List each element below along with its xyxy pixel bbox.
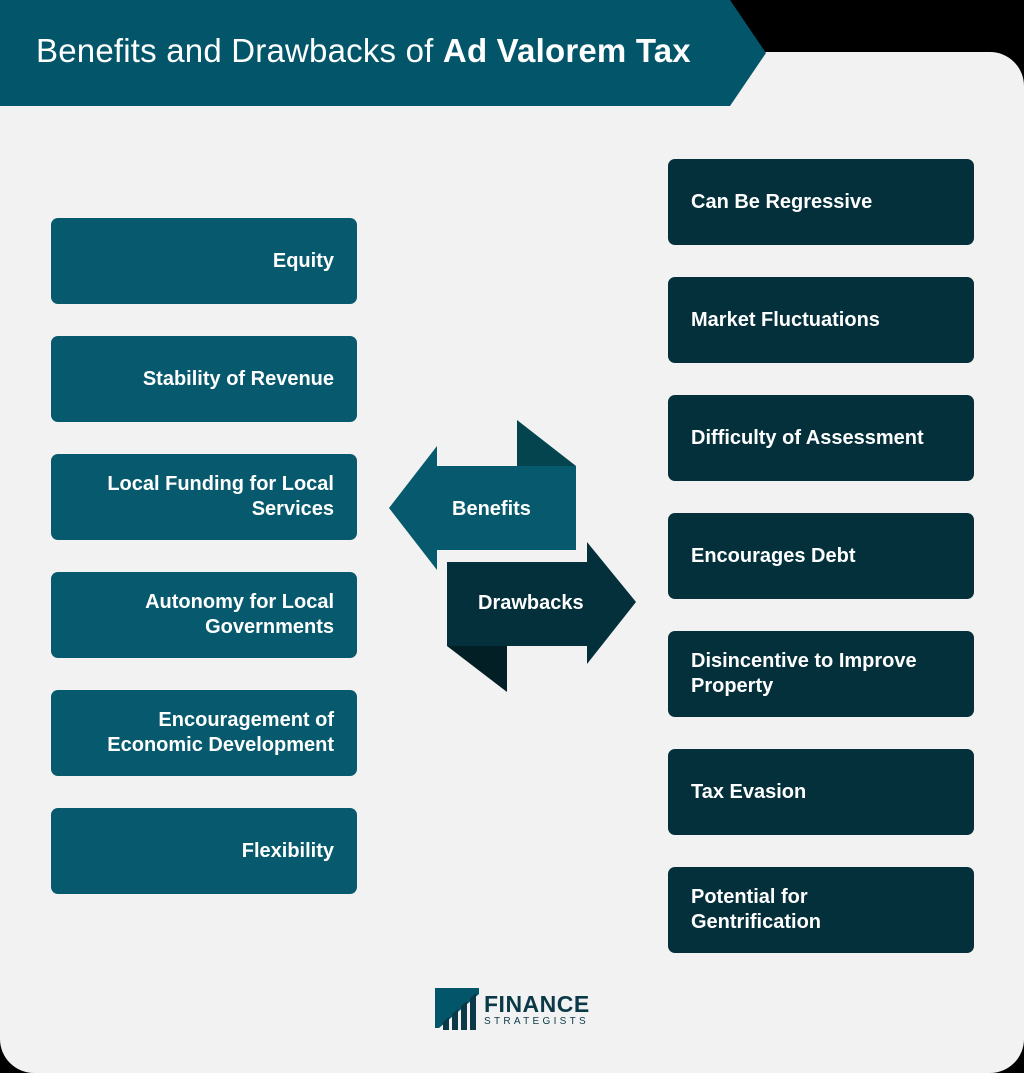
logo-wordmark-strategists: STRATEGISTS [484,1016,590,1027]
drawback-box: Potential for Gentrification [668,867,974,953]
drawback-label: Market Fluctuations [691,308,880,331]
title-emphasis: Ad Valorem Tax [442,32,691,69]
drawback-label: Difficulty of Assessment [691,426,924,449]
benefits-label: Benefits [452,498,531,520]
benefit-box: Stability of Revenue [51,336,357,422]
benefit-box: Autonomy for Local Governments [51,572,357,658]
logo-wordmark-finance: FINANCE [484,991,590,1017]
benefit-box: Equity [51,218,357,304]
drawback-label: Can Be Regressive [691,190,873,213]
benefit-box: Local Funding for Local Services [51,454,357,540]
drawback-box: Market Fluctuations [668,277,974,363]
benefits-drawbacks-arrows [389,420,636,692]
drawback-box: Difficulty of Assessment [668,395,974,481]
benefit-box: Encouragement of Economic Development [51,690,357,776]
benefit-label: Equity [272,249,334,272]
drawback-label: Potential for Gentrification [691,886,822,933]
page-title: Benefits and Drawbacks of Ad Valorem Tax [36,32,691,70]
benefit-label: Encouragement of Economic Development [107,709,334,756]
drawback-label: Disincentive to Improve Property [691,650,917,697]
drawbacks-label: Drawbacks [478,592,584,614]
benefit-box: Flexibility [51,808,357,894]
drawback-box: Tax Evasion [668,749,974,835]
benefits-arrow-fold [517,420,576,466]
benefit-label: Autonomy for Local Governments [145,591,334,638]
benefit-label: Flexibility [241,839,334,862]
drawback-label: Tax Evasion [691,780,807,803]
title-banner [0,0,766,106]
finance-strategists-logo-icon [435,988,479,1030]
drawback-label: Encourages Debt [691,544,856,567]
title-prefix: Benefits and Drawbacks of [36,32,443,69]
drawback-box: Encourages Debt [668,513,974,599]
drawbacks-arrow-icon [447,542,636,664]
benefit-label: Local Funding for Local Services [107,473,334,520]
drawback-box: Disincentive to Improve Property [668,631,974,717]
drawbacks-arrow-fold [447,646,507,692]
benefits-arrow-icon [389,446,576,570]
drawback-box: Can Be Regressive [668,159,974,245]
benefit-label: Stability of Revenue [142,367,334,390]
